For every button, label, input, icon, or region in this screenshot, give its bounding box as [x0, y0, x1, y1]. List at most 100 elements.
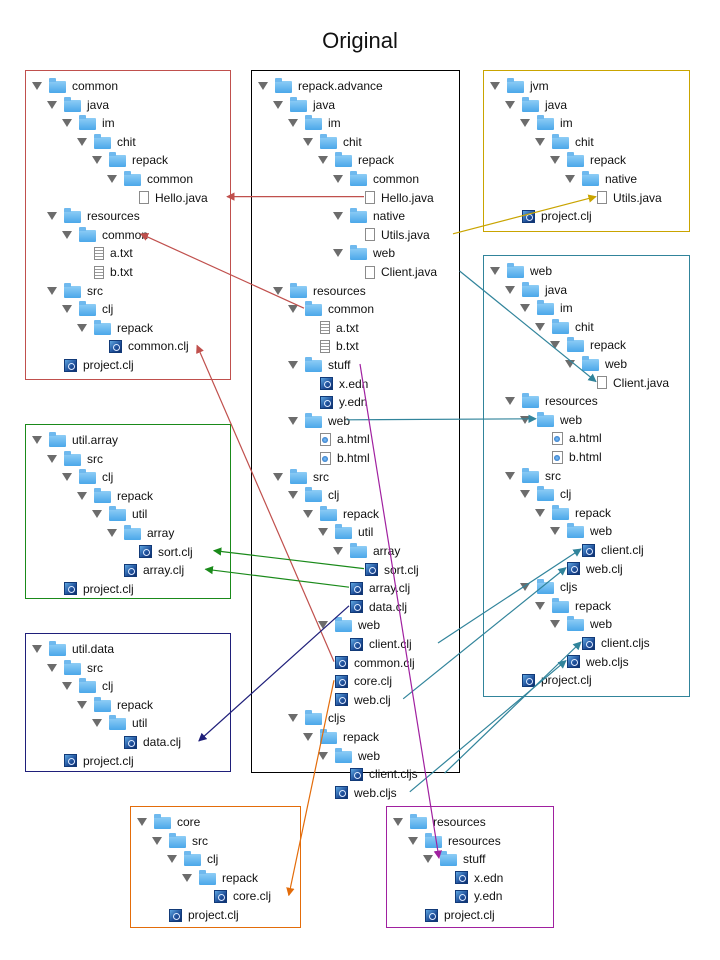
folder-row[interactable]: stuff	[288, 356, 350, 374]
disclosure-triangle-icon[interactable]	[47, 212, 57, 221]
disclosure-triangle-icon[interactable]	[505, 100, 515, 109]
file-row[interactable]: Client.java	[348, 263, 437, 281]
folder-row[interactable]: web	[550, 522, 612, 540]
folder-row[interactable]: java	[505, 96, 567, 114]
folder-row[interactable]: common	[62, 226, 148, 244]
folder-row[interactable]: web	[288, 412, 350, 430]
file-row[interactable]: b.txt	[303, 337, 359, 355]
disclosure-triangle-icon[interactable]	[333, 249, 343, 258]
file-row[interactable]: x.edn	[438, 869, 503, 887]
folder-row[interactable]: src	[505, 467, 561, 485]
file-row[interactable]: project.clj	[47, 356, 134, 374]
disclosure-triangle-icon[interactable]	[62, 119, 72, 128]
folder-row[interactable]: web	[550, 615, 612, 633]
disclosure-triangle-icon[interactable]	[47, 663, 57, 672]
disclosure-triangle-icon[interactable]	[333, 547, 343, 555]
file-row[interactable]: core.clj	[197, 887, 271, 905]
folder-row[interactable]: native	[565, 170, 637, 188]
folder-row[interactable]: repack	[77, 319, 153, 337]
disclosure-triangle-icon[interactable]	[107, 529, 117, 537]
disclosure-triangle-icon[interactable]	[288, 491, 298, 500]
folder-row[interactable]: common	[107, 170, 193, 188]
file-row[interactable]: x.edn	[303, 375, 368, 393]
file-row[interactable]: client.cljs	[565, 634, 650, 652]
folder-row[interactable]: util	[318, 523, 373, 541]
folder-row[interactable]: util.array	[32, 431, 118, 449]
disclosure-triangle-icon[interactable]	[32, 645, 42, 653]
folder-row[interactable]: java	[273, 96, 335, 114]
file-row[interactable]: data.clj	[333, 598, 407, 616]
disclosure-triangle-icon[interactable]	[520, 119, 530, 128]
folder-row[interactable]: web	[333, 244, 395, 262]
disclosure-triangle-icon[interactable]	[535, 508, 545, 517]
folder-row[interactable]: util.data	[32, 640, 114, 658]
file-row[interactable]: project.clj	[505, 671, 592, 689]
disclosure-triangle-icon[interactable]	[258, 82, 268, 90]
disclosure-triangle-icon[interactable]	[490, 267, 500, 275]
disclosure-triangle-icon[interactable]	[273, 100, 283, 109]
disclosure-triangle-icon[interactable]	[77, 137, 87, 146]
folder-row[interactable]: chit	[77, 133, 136, 151]
file-row[interactable]: project.clj	[505, 207, 592, 225]
disclosure-triangle-icon[interactable]	[288, 714, 298, 723]
folder-row[interactable]: web	[318, 747, 380, 765]
disclosure-triangle-icon[interactable]	[77, 323, 87, 332]
folder-row[interactable]: web	[565, 355, 627, 373]
file-row[interactable]: a.txt	[77, 244, 133, 262]
folder-row[interactable]: resources	[505, 392, 598, 410]
disclosure-triangle-icon[interactable]	[565, 360, 575, 368]
folder-row[interactable]: resources	[273, 282, 366, 300]
disclosure-triangle-icon[interactable]	[318, 156, 328, 165]
disclosure-triangle-icon[interactable]	[303, 509, 313, 518]
disclosure-triangle-icon[interactable]	[288, 361, 298, 369]
file-row[interactable]: a.txt	[303, 319, 359, 337]
file-row[interactable]: project.clj	[408, 906, 495, 924]
folder-row[interactable]: src	[47, 282, 103, 300]
file-row[interactable]: a.html	[303, 430, 370, 448]
folder-row[interactable]: core	[137, 813, 200, 831]
disclosure-triangle-icon[interactable]	[550, 156, 560, 165]
disclosure-triangle-icon[interactable]	[47, 286, 57, 295]
folder-row[interactable]: repack	[182, 869, 258, 887]
disclosure-triangle-icon[interactable]	[92, 719, 102, 728]
folder-row[interactable]: im	[520, 114, 573, 132]
folder-row[interactable]: clj	[62, 677, 113, 695]
file-row[interactable]: Hello.java	[348, 189, 434, 207]
folder-row[interactable]: chit	[535, 318, 594, 336]
disclosure-triangle-icon[interactable]	[62, 230, 72, 239]
disclosure-triangle-icon[interactable]	[550, 341, 560, 350]
disclosure-triangle-icon[interactable]	[167, 855, 177, 864]
file-row[interactable]: b.html	[303, 449, 370, 467]
file-row[interactable]: sort.clj	[348, 561, 419, 579]
file-row[interactable]: data.clj	[107, 733, 181, 751]
folder-row[interactable]: util	[92, 714, 147, 732]
disclosure-triangle-icon[interactable]	[520, 304, 530, 313]
disclosure-triangle-icon[interactable]	[273, 286, 283, 295]
file-row[interactable]: common.clj	[318, 654, 415, 672]
folder-row[interactable]: chit	[535, 133, 594, 151]
disclosure-triangle-icon[interactable]	[318, 528, 328, 537]
disclosure-triangle-icon[interactable]	[393, 818, 403, 826]
disclosure-triangle-icon[interactable]	[505, 397, 515, 406]
disclosure-triangle-icon[interactable]	[62, 682, 72, 691]
disclosure-triangle-icon[interactable]	[137, 818, 147, 826]
file-row[interactable]: project.clj	[47, 752, 134, 770]
folder-row[interactable]: repack	[77, 696, 153, 714]
disclosure-triangle-icon[interactable]	[32, 436, 42, 444]
folder-row[interactable]: im	[62, 114, 115, 132]
file-row[interactable]: y.edn	[438, 887, 502, 905]
disclosure-triangle-icon[interactable]	[152, 836, 162, 845]
folder-row[interactable]: repack	[303, 728, 379, 746]
file-row[interactable]: web.cljs	[550, 653, 629, 671]
file-row[interactable]: b.txt	[77, 263, 133, 281]
file-row[interactable]: core.clj	[318, 672, 392, 690]
disclosure-triangle-icon[interactable]	[318, 621, 328, 630]
file-row[interactable]: web.cljs	[318, 784, 397, 802]
disclosure-triangle-icon[interactable]	[550, 527, 560, 536]
file-row[interactable]: client.clj	[565, 541, 644, 559]
folder-row[interactable]: common	[288, 300, 374, 318]
disclosure-triangle-icon[interactable]	[318, 751, 328, 760]
disclosure-triangle-icon[interactable]	[520, 490, 530, 499]
disclosure-triangle-icon[interactable]	[535, 601, 545, 610]
folder-row[interactable]: src	[152, 832, 208, 850]
